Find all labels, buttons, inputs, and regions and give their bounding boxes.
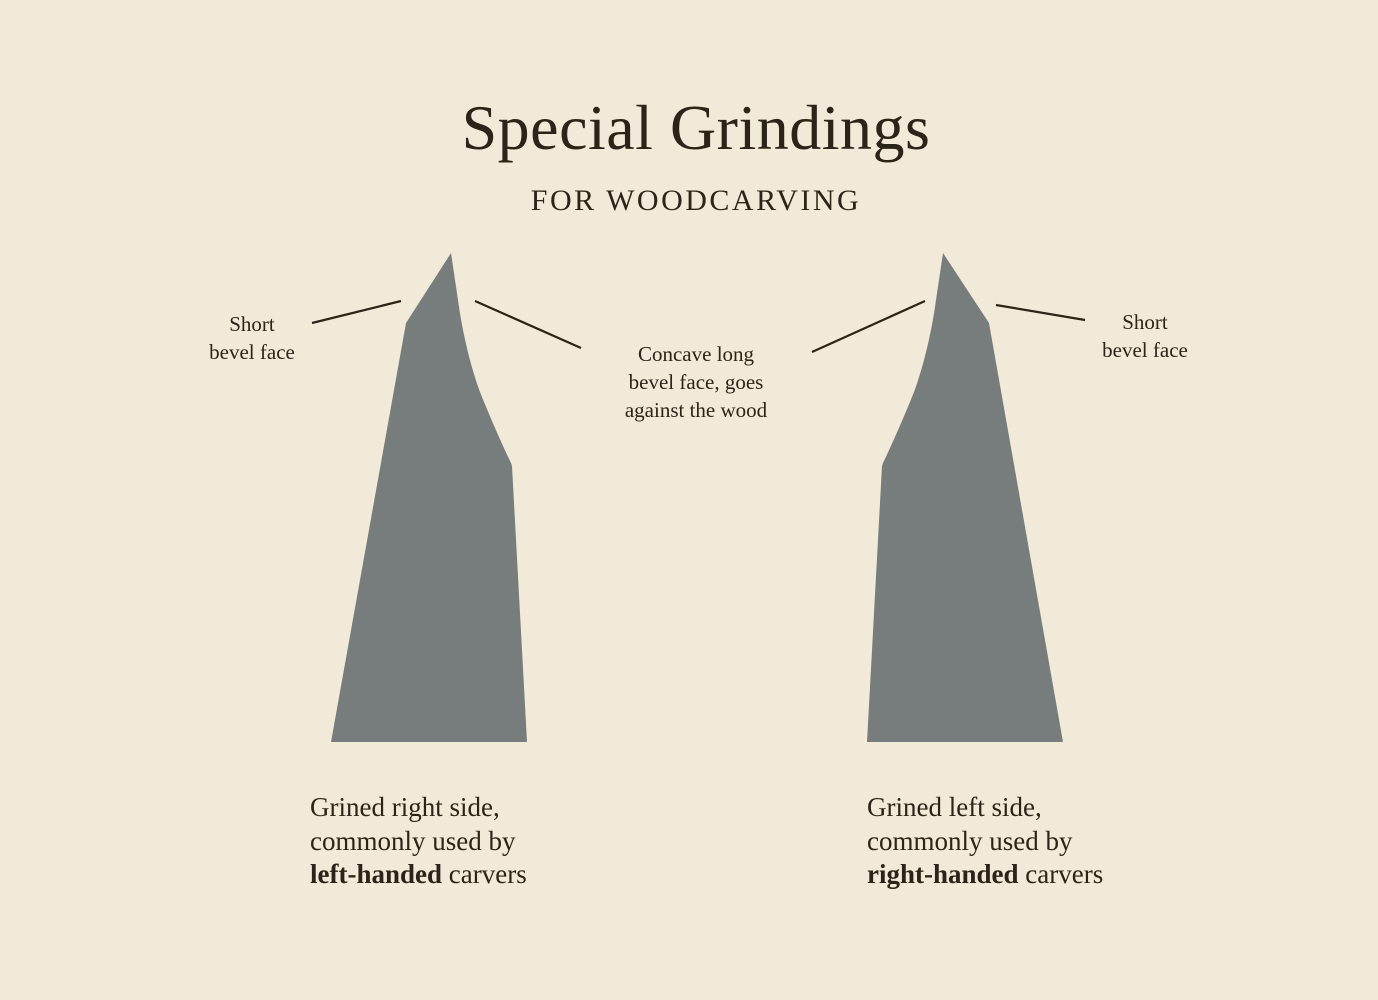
leader-line-left-short-bevel — [311, 299, 402, 325]
caption-left-blade: Grined right side, commonly used by left… — [310, 792, 527, 889]
page-title: Special Grindings — [461, 92, 931, 163]
label-concave-long-bevel: Concave long bevel face, goes against th… — [624, 342, 768, 422]
right-blade-shape — [867, 253, 1063, 742]
leader-line-right-short-bevel — [995, 303, 1086, 322]
leader-line-left-concave-bevel — [474, 299, 582, 350]
leader-line-right-concave-bevel — [811, 299, 926, 354]
left-blade-shape — [331, 253, 527, 742]
caption-right-emphasis: right-handed — [867, 859, 1019, 889]
caption-right-blade: Grined left side, commonly used by right… — [867, 792, 1104, 889]
label-left-short-bevel: Short bevel face — [209, 312, 295, 364]
label-right-short-bevel: Short bevel face — [1102, 310, 1188, 362]
caption-left-emphasis: left-handed — [310, 859, 443, 889]
page-subtitle: FOR WOODCARVING — [530, 184, 862, 217]
